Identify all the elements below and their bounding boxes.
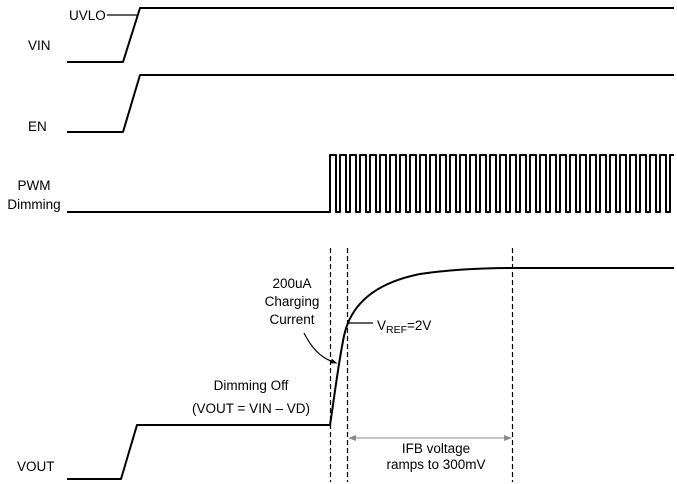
ifb-label-line2: ramps to 300mV — [386, 457, 485, 472]
charging-current-line1: 200uA — [272, 276, 311, 291]
vref-label-value: =2V — [407, 318, 431, 333]
vref-label-subscript: REF — [386, 324, 407, 336]
vin-label: VIN — [28, 38, 51, 53]
pwm-label-line1: PWM — [18, 178, 51, 193]
vref-label: VREF=2V — [377, 318, 431, 336]
ifb-range-arrowhead-right-icon — [504, 435, 512, 441]
charging-current-line3: Current — [269, 312, 314, 327]
vout-wave — [67, 267, 674, 480]
dimming-off-line2: (VOUT = VIN – VD) — [192, 401, 310, 416]
charging-current-arrow-icon — [303, 332, 332, 362]
dimming-off-line1: Dimming Off — [214, 378, 289, 393]
en-wave — [67, 74, 674, 133]
vout-label: VOUT — [17, 459, 55, 474]
ifb-range-arrowhead-left-icon — [348, 435, 356, 441]
uvlo-label: UVLO — [69, 8, 106, 23]
ifb-label-line1: IFB voltage — [402, 441, 470, 456]
en-label: EN — [28, 119, 47, 134]
vin-wave — [67, 7, 674, 63]
pwm-label-line2: Dimming — [7, 197, 60, 212]
vref-label-base: V — [377, 318, 386, 333]
charging-current-arrowhead-icon — [330, 358, 338, 364]
charging-current-line2: Charging — [265, 294, 320, 309]
pwm-wave — [67, 154, 674, 213]
